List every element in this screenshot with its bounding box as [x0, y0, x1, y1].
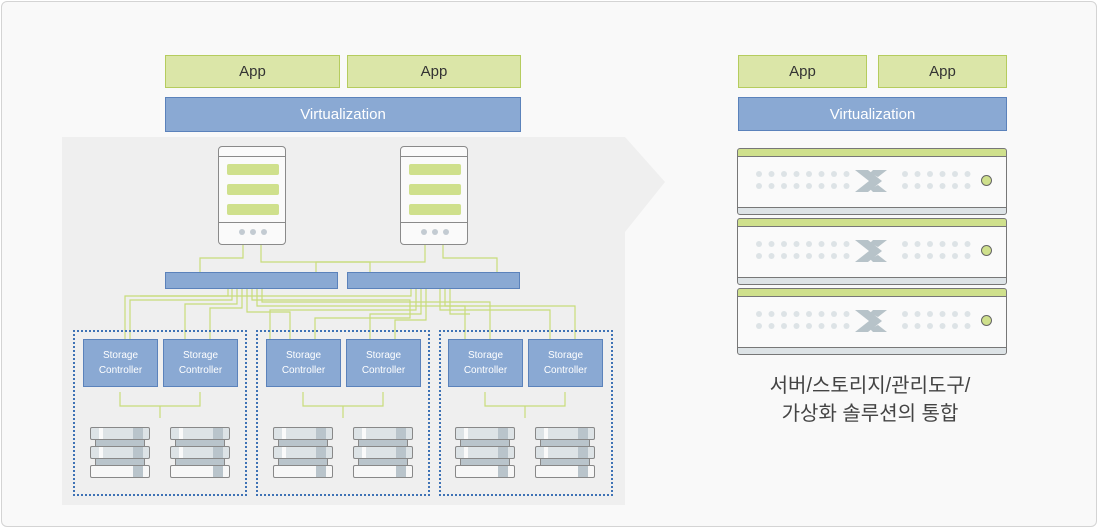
caption-line-1: 서버/스토리지/관리도구/ — [769, 375, 971, 397]
controller-label: Storage — [365, 350, 402, 361]
nutanix-x-logo-icon — [855, 170, 887, 192]
caption-line-2: 가상화 솔루션의 통합 — [781, 403, 959, 425]
status-led-icon — [981, 315, 992, 326]
storage-array-group-1 — [73, 330, 247, 496]
controller-label: Storage — [182, 350, 219, 361]
arrow-right-icon — [620, 137, 665, 232]
physical-server-1 — [218, 146, 286, 245]
disk-drive-icon — [535, 427, 595, 478]
disk-drive-icon — [455, 427, 515, 478]
status-led-icon — [981, 175, 992, 186]
hci-node — [737, 148, 1007, 218]
disk-drive-icon — [90, 427, 150, 478]
app-label: App — [239, 63, 266, 80]
left-app-box-2: App — [347, 55, 521, 88]
hci-caption: 서버/스토리지/관리도구/ 가상화 솔루션의 통합 — [700, 372, 1040, 428]
app-label: App — [789, 63, 816, 80]
hci-node — [737, 218, 1007, 288]
right-app-box-2: App — [878, 55, 1007, 88]
controller-label: Controller — [361, 365, 406, 376]
storage-array-group-2 — [256, 330, 430, 496]
controller-label: Storage — [285, 350, 322, 361]
controller-label: Controller — [463, 365, 508, 376]
virtualization-label: Virtualization — [300, 106, 386, 123]
controller-label: Controller — [98, 365, 143, 376]
controller-label: Storage — [547, 350, 584, 361]
left-app-box-1: App — [165, 55, 340, 88]
storage-array-group-3 — [439, 330, 613, 496]
hci-node — [737, 288, 1007, 358]
status-led-icon — [981, 245, 992, 256]
legacy-infrastructure-panel — [62, 137, 625, 505]
controller-label: Storage — [467, 350, 504, 361]
disk-drive-icon — [273, 427, 333, 478]
physical-server-2 — [400, 146, 468, 245]
nutanix-x-logo-icon — [855, 240, 887, 262]
network-switch-1 — [165, 272, 338, 289]
left-virtualization-layer: Virtualization — [165, 97, 521, 132]
disk-drive-icon — [170, 427, 230, 478]
right-virtualization-layer: Virtualization — [738, 97, 1007, 131]
right-app-box-1: App — [738, 55, 867, 88]
controller-label: Controller — [178, 365, 223, 376]
nutanix-x-logo-icon — [855, 310, 887, 332]
controller-label: Controller — [281, 365, 326, 376]
disk-drive-icon — [353, 427, 413, 478]
app-label: App — [929, 63, 956, 80]
virtualization-label: Virtualization — [829, 105, 916, 123]
controller-label: Controller — [543, 365, 588, 376]
app-label: App — [420, 63, 448, 80]
network-switch-2 — [347, 272, 520, 289]
controller-label: Storage — [102, 350, 139, 361]
